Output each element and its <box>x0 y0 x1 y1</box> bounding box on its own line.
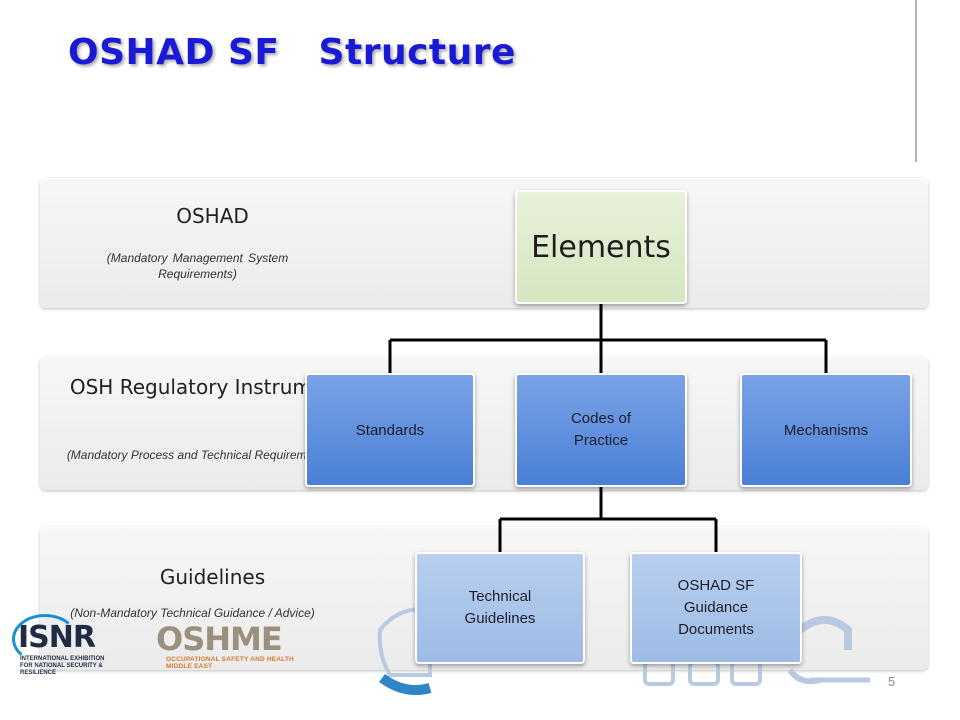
node-guidance-documents: OSHAD SF Guidance Documents <box>630 552 802 664</box>
band-oshad-title: OSHAD <box>176 204 249 228</box>
band-guidelines-title: Guidelines <box>159 565 266 589</box>
node-technical-guidelines-label: Technical Guidelines <box>464 588 536 627</box>
node-guidance-documents-label: OSHAD SF Guidance Documents <box>677 577 755 638</box>
isnr-swoosh-icon <box>12 614 78 664</box>
isnr-logo: ISNR <box>12 614 96 664</box>
node-codes-of-practice-label: Codes of Practice <box>570 410 632 449</box>
band-oshad-subtitle: (Mandatory Management System Requirement… <box>106 251 289 281</box>
node-codes-of-practice: Codes of Practice <box>515 373 687 487</box>
node-technical-guidelines: Technical Guidelines <box>415 552 585 664</box>
slide-divider-line <box>915 0 917 162</box>
oshme-tagline: OCCUPATIONAL SAFETY AND HEALTH MIDDLE EA… <box>166 656 294 670</box>
sponsor-logos: ISNR INTERNATIONAL EXHIBITION FOR NATION… <box>12 608 316 676</box>
node-mechanisms: Mechanisms <box>740 373 912 487</box>
band-oshad: OSHAD (Mandatory Management System Requi… <box>40 178 928 308</box>
node-elements-label: Elements <box>531 229 671 265</box>
node-elements: Elements <box>515 190 687 304</box>
safety-equipment-outline-illustration <box>377 607 870 695</box>
band-regulatory-subtitle: (Mandatory Process and Technical Require… <box>66 448 334 462</box>
isnr-tagline: INTERNATIONAL EXHIBITION FOR NATIONAL SE… <box>20 656 105 676</box>
oshme-logo: OSHME <box>156 620 283 658</box>
page-number: 5 <box>888 674 896 689</box>
band-guidelines-subtitle: (Non-Mandatory Technical Guidance / Advi… <box>70 606 315 620</box>
slide-title: OSHAD SF Structure <box>68 32 516 73</box>
node-standards: Standards <box>305 373 475 487</box>
node-standards-label: Standards <box>355 421 425 439</box>
node-mechanisms-label: Mechanisms <box>783 421 869 439</box>
